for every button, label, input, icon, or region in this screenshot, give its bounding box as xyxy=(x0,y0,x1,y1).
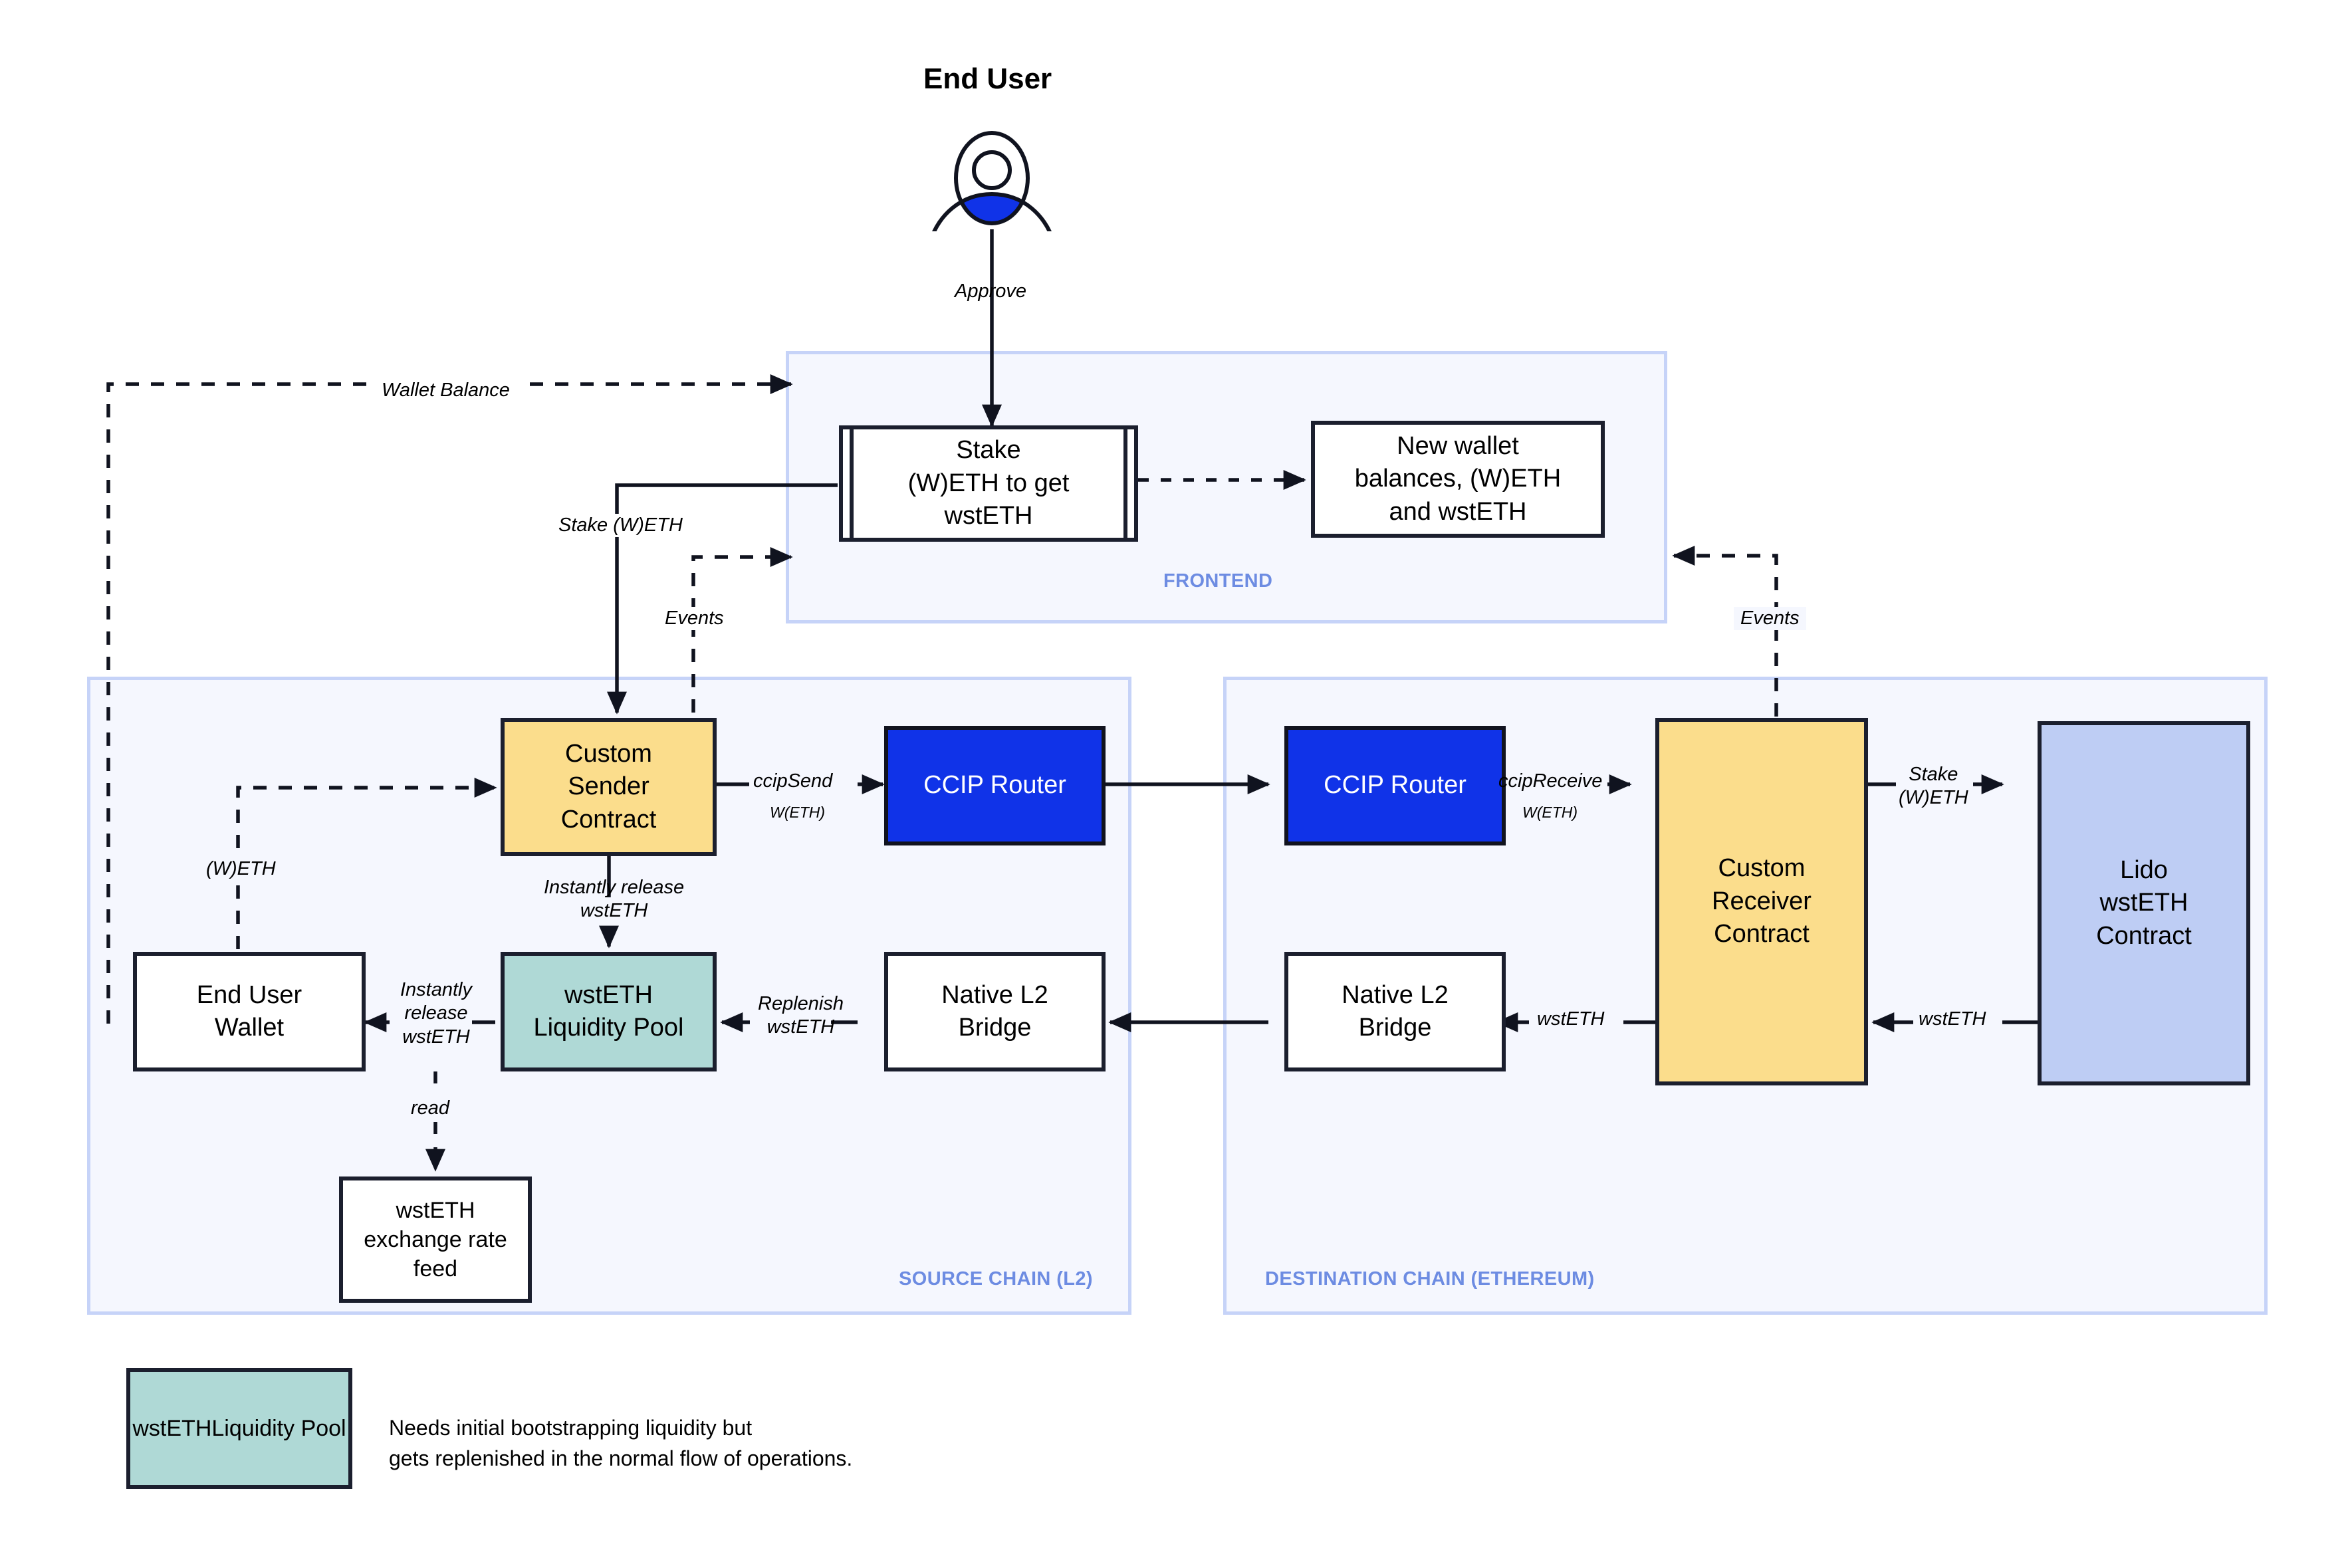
edge-label-line: Instantly xyxy=(400,979,472,1000)
group-label-source-chain: SOURCE CHAIN (L2) xyxy=(899,1268,1093,1289)
node-line: wstETH xyxy=(2099,889,2188,917)
edge-label-stake-weth: Stake (W)ETH xyxy=(552,514,689,538)
node-line: Stake xyxy=(956,436,1021,465)
edge-label-line: wstETH xyxy=(402,1026,470,1048)
node-lido-wsteth-contract[interactable]: Lido wstETH Contract xyxy=(2038,721,2250,1085)
edge-label-events-right: Events xyxy=(1734,607,1806,631)
page-title: End User xyxy=(923,62,1052,95)
node-native-l2-bridge-destination[interactable]: Native L2 Bridge xyxy=(1284,952,1506,1071)
node-stake-form[interactable]: Stake (W)ETH to get wstETH xyxy=(839,425,1138,542)
edge-label-line: Replenish xyxy=(758,993,844,1014)
node-native-l2-bridge-source[interactable]: Native L2 Bridge xyxy=(884,952,1106,1071)
node-line: and wstETH xyxy=(1389,497,1527,526)
edge-label-instantly-release-wallet: Instantly release wstETH xyxy=(396,978,476,1049)
edge-label-line: Instantly release xyxy=(544,877,685,898)
node-line: Native L2 xyxy=(941,980,1048,1009)
edge-label-approve: Approve xyxy=(955,280,1027,302)
node-line: End User xyxy=(196,980,302,1009)
node-ccip-router-destination[interactable]: CCIP Router xyxy=(1284,726,1506,845)
legend-swatch-wsteth-liquidity-pool: wstETHLiquidity Pool xyxy=(126,1368,352,1489)
legend-note: Needs initial bootstrapping liquidity bu… xyxy=(389,1416,853,1471)
node-line: Contract xyxy=(2096,921,2192,950)
edge-label-read: read xyxy=(404,1097,457,1121)
node-line: Native L2 xyxy=(1342,980,1449,1009)
node-line: New wallet xyxy=(1397,431,1519,460)
node-line: Wallet xyxy=(214,1014,285,1042)
node-line: balances, (W)ETH xyxy=(1354,465,1562,493)
edge-label-ccip-send-token: W(ETH) xyxy=(770,804,826,821)
edge-label-line: wstETH xyxy=(766,1016,835,1038)
legend-line: wstETH xyxy=(132,1415,212,1441)
node-line: Liquidity Pool xyxy=(533,1014,684,1042)
edge-label-ccip-send: ccipSend xyxy=(753,770,833,792)
user-avatar-icon xyxy=(932,131,1052,231)
node-line: exchange rate xyxy=(364,1226,507,1252)
edge-label-replenish-wsteth: Replenish wstETH xyxy=(758,992,844,1040)
node-line: wstETH xyxy=(564,980,653,1009)
node-line: CCIP Router xyxy=(923,771,1066,800)
node-line: Sender Contract xyxy=(560,772,657,834)
edge-label-weth-left: (W)ETH xyxy=(199,857,283,881)
edge-label-stake-weth-lido: Stake (W)ETH xyxy=(1899,763,1968,810)
edge-label-ccip-receive: ccipReceive xyxy=(1498,770,1603,792)
node-line: Lido xyxy=(2120,855,2168,884)
edge-label-line: release xyxy=(404,1002,468,1024)
node-line: wstETH xyxy=(944,502,1033,530)
edge-label-events-left: Events xyxy=(658,607,731,631)
node-wsteth-exchange-rate-feed[interactable]: wstETH exchange rate feed xyxy=(339,1176,532,1303)
group-label-destination-chain: DESTINATION CHAIN (ETHEREUM) xyxy=(1265,1268,1595,1289)
node-line: (W)ETH to get xyxy=(907,469,1070,497)
edge-label-wsteth-from-receiver: wstETH xyxy=(1537,1008,1605,1030)
node-line: CCIP Router xyxy=(1324,771,1467,800)
edge-label-ccip-receive-token: W(ETH) xyxy=(1522,804,1578,821)
group-label-frontend: FRONTEND xyxy=(1163,570,1273,592)
edge-label-line: Stake xyxy=(1909,764,1958,785)
node-wsteth-liquidity-pool[interactable]: wstETH Liquidity Pool xyxy=(501,952,717,1071)
node-ccip-router-source[interactable]: CCIP Router xyxy=(884,726,1106,845)
edge-label-line: wstETH xyxy=(580,900,648,922)
legend-line: Liquidity Pool xyxy=(211,1415,346,1441)
node-line: feed xyxy=(413,1256,458,1282)
node-line: Bridge xyxy=(958,1014,1032,1042)
edge-label-instantly-release-pool: Instantly release wstETH xyxy=(544,876,684,923)
node-line: Custom xyxy=(565,739,652,768)
node-line: Bridge xyxy=(1358,1014,1432,1042)
edge-label-wallet-balance: Wallet Balance xyxy=(372,379,519,403)
node-line: wstETH xyxy=(396,1197,475,1223)
node-new-wallet-balances[interactable]: New wallet balances, (W)ETH and wstETH xyxy=(1311,421,1605,538)
edge-label-wsteth-from-lido: wstETH xyxy=(1919,1008,1986,1030)
node-line: Receiver xyxy=(1712,887,1812,915)
node-line: Contract xyxy=(1714,920,1810,949)
node-line: Custom xyxy=(1718,854,1806,883)
edge-label-line: (W)ETH xyxy=(1899,787,1968,809)
